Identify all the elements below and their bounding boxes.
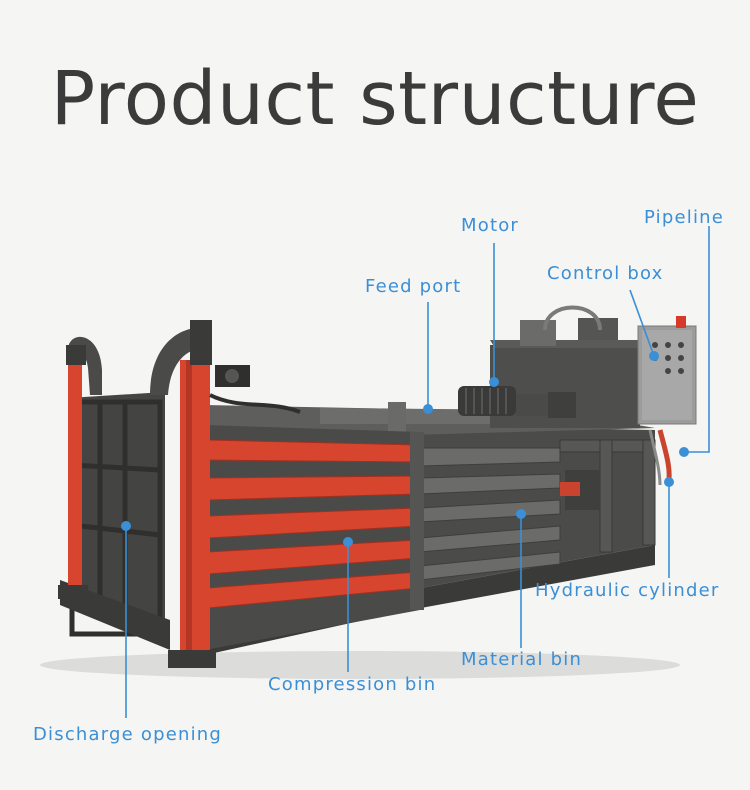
hydraulic-cylinder-dot [664, 477, 674, 487]
motor-body [458, 386, 516, 416]
control-box-leader [629, 289, 655, 357]
pump-2 [548, 392, 576, 418]
hydraulic-hoses-2 [648, 429, 662, 486]
pipe-loop [543, 305, 602, 331]
front-foot [168, 650, 216, 668]
label-material-bin: Material bin [461, 649, 583, 670]
cylinder-rod [560, 482, 580, 496]
label-feed-port: Feed port [365, 276, 462, 297]
callout-dots [121, 351, 689, 547]
discharge-frame-back [68, 392, 165, 640]
label-hydraulic-cylinder: Hydraulic cylinder [535, 580, 720, 601]
label-pipeline: Pipeline [644, 207, 725, 228]
valve-block [520, 320, 556, 346]
control-box-dot [649, 351, 659, 361]
top-valve-assembly [215, 365, 250, 387]
motor-dot [489, 377, 499, 387]
left-red-post [68, 345, 82, 595]
left-foot [58, 585, 88, 599]
pipeline-dot [679, 447, 689, 457]
bin-divider [410, 432, 424, 610]
left-post-cap [66, 345, 86, 365]
warning-light [676, 316, 686, 328]
front-post-cap [190, 320, 212, 365]
tank-top [490, 340, 645, 348]
compression-bin-dot [343, 537, 353, 547]
right-end-frame [559, 439, 656, 553]
hydraulic-hoses [657, 429, 672, 486]
feed-port-dot [423, 404, 433, 414]
front-red-post [180, 360, 210, 660]
label-control-box: Control box [547, 263, 664, 284]
top-hoses [209, 393, 301, 414]
label-discharge-opening: Discharge opening [33, 724, 223, 745]
motor-fins [465, 388, 507, 414]
pipeline-leader [684, 226, 710, 453]
pump [516, 394, 550, 416]
label-compression-bin: Compression bin [268, 674, 437, 695]
material-bin-dot [516, 509, 526, 519]
control-box-buttons [652, 342, 684, 374]
discharge-opening-dot [121, 521, 131, 531]
callout-lines [125, 226, 710, 718]
front-red-post-inner [186, 360, 192, 660]
page-title: Product structure [50, 56, 700, 142]
label-motor: Motor [461, 215, 520, 236]
compression-bin-rails [207, 439, 419, 609]
